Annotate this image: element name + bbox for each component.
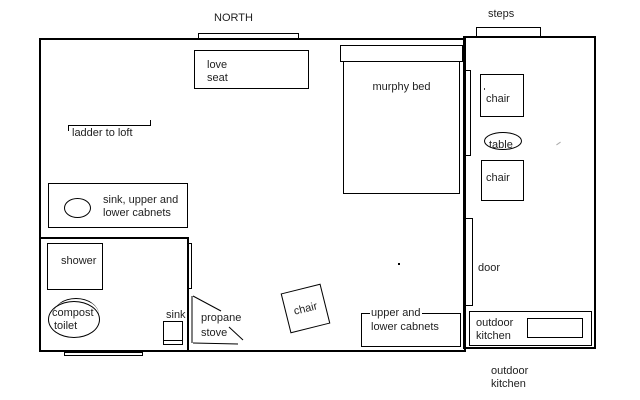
love-seat-label-line2: seat <box>207 72 228 84</box>
outdoor-kitchen-label-line2: kitchen <box>476 330 511 342</box>
bathroom-door-jamb <box>187 243 192 289</box>
east-wall-window-rect <box>464 70 471 156</box>
outdoor-kitchen-caption-line1: outdoor <box>491 365 529 377</box>
stove-upper-diagonal <box>192 295 222 312</box>
shower-box <box>47 243 103 290</box>
sink-cabinets-box <box>48 183 188 228</box>
bathroom-walls <box>39 237 189 352</box>
kitchen-sink-label: sink <box>166 309 186 321</box>
shower-label: shower <box>61 255 97 267</box>
north-label: NORTH <box>214 12 253 24</box>
east-wall-door-rect <box>464 218 473 306</box>
south-entry-step <box>64 352 143 356</box>
porch-table-oval <box>484 132 522 150</box>
porch-chair-top-box <box>480 74 524 117</box>
outdoor-kitchen-caption-line2: kitchen <box>491 378 526 390</box>
propane-stove-label-line2: stove <box>201 327 228 339</box>
outdoor-kitchen-label-line1: outdoor <box>476 317 514 329</box>
south-cabinets-label-line2: lower cabnets <box>370 321 440 333</box>
cabinet-sink-oval <box>64 198 91 218</box>
kitchen-sink-box <box>163 321 183 345</box>
main-house-walls <box>39 38 466 352</box>
compost-toilet-label-line2: toilet <box>54 320 78 332</box>
porch-chair-top-label: chair <box>486 93 510 105</box>
porch-table-label: table <box>489 139 513 151</box>
murphy-bed-label: murphy bed <box>372 81 431 93</box>
kitchen-sink-inner-line <box>164 340 182 341</box>
ladder-left-tick <box>68 125 69 131</box>
compost-toilet-double-line <box>53 298 99 332</box>
compost-toilet-label-line1: compost <box>52 307 94 319</box>
ladder-right-tick <box>150 120 151 126</box>
outdoor-kitchen-box <box>469 311 592 346</box>
ladder-line <box>68 125 151 126</box>
love-seat-label-line1: love <box>207 59 228 71</box>
porch-walls <box>463 36 596 349</box>
steps-label: steps <box>488 8 515 20</box>
door-label: door <box>478 262 501 274</box>
stray-dot <box>398 263 400 265</box>
south-cabinets-label-line1: upper and <box>370 307 422 319</box>
porch-chair-bottom-box <box>481 160 524 201</box>
stove-lower-diagonal <box>228 326 244 341</box>
sink-cabinets-label-line1: sink, upper and <box>103 194 179 206</box>
stray-dot-chair <box>484 88 485 90</box>
propane-stove-label-line1: propane <box>201 312 242 324</box>
sink-cabinets-label-line2: lower cabnets <box>103 207 171 219</box>
ladder-label: ladder to loft <box>72 127 133 139</box>
murphy-bed-box <box>343 61 460 194</box>
love-seat-box <box>194 50 309 89</box>
stove-bottom-line <box>192 342 239 345</box>
outdoor-kitchen-inner-box <box>527 318 583 338</box>
porch-chair-bottom-label: chair <box>486 172 510 184</box>
